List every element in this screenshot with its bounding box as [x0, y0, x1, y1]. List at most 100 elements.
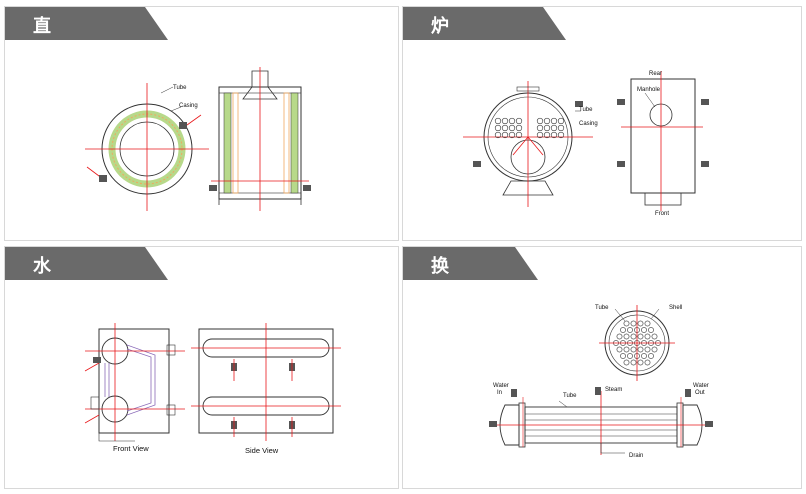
- tube-circle: [515, 131, 523, 139]
- boiler-side-view: [617, 71, 709, 211]
- valve-icon: [595, 387, 601, 395]
- tube-circle: [630, 346, 637, 353]
- panel-heat-exchanger: 换热器 Tube Shell: [402, 246, 802, 489]
- tube-circle: [515, 124, 523, 132]
- tube-circle: [623, 333, 630, 340]
- label-water-in-2: In: [497, 390, 502, 396]
- valve-icon: [705, 421, 713, 427]
- tube-circle: [616, 346, 623, 353]
- valve-icon: [575, 101, 583, 107]
- tube-circle: [637, 359, 644, 366]
- panel-title: 水管锅炉: [33, 256, 52, 355]
- tube-circle: [494, 117, 502, 125]
- valve-icon: [209, 185, 217, 191]
- banner-background: [403, 247, 538, 280]
- tube-circle: [644, 320, 651, 327]
- banner-background: [5, 7, 168, 40]
- valve-icon: [701, 161, 709, 167]
- tube-circle: [543, 124, 551, 132]
- tube-circle: [550, 117, 558, 125]
- tube-circle: [620, 327, 626, 333]
- tube-circle: [543, 131, 551, 139]
- tube-circle: [536, 117, 544, 125]
- label-water-out-1: Water: [693, 383, 709, 389]
- label-tube: Tube: [579, 107, 593, 113]
- tube-circle: [648, 353, 654, 359]
- tube-circle: [536, 124, 544, 132]
- tube-circle: [508, 117, 516, 125]
- tube-circle: [630, 333, 637, 340]
- label-tube: Tube: [595, 305, 609, 311]
- tube-circle: [508, 124, 516, 132]
- label-drain: Drain: [629, 453, 643, 459]
- valve-icon: [617, 161, 625, 167]
- label-casing: Casing: [179, 103, 198, 109]
- label-side-view: Side View: [245, 446, 279, 455]
- tube-sheet-section: [599, 305, 675, 381]
- tube-circle: [494, 124, 502, 132]
- tube-circle: [536, 131, 544, 139]
- panel-once-through-boiler: 直流锅炉 Tube Casing: [4, 6, 399, 241]
- valve-icon: [685, 389, 691, 397]
- tube-circle: [623, 346, 630, 353]
- valve-icon: [617, 99, 625, 105]
- heat-exchanger-diagram: Tube Shell Water In Tube Stea: [489, 305, 713, 459]
- valve-icon: [511, 389, 517, 397]
- tube-circle: [501, 117, 509, 125]
- tube-circle: [641, 327, 647, 333]
- tube-circle: [501, 124, 509, 132]
- tube-circle: [623, 359, 630, 366]
- tube-circle: [627, 353, 633, 359]
- tube-circle: [637, 320, 644, 327]
- tube-circle: [651, 346, 658, 353]
- label-front-view: Front View: [113, 444, 149, 453]
- boiler-front-view: [84, 323, 185, 442]
- tube-circle: [557, 131, 565, 139]
- tube-circle: [557, 117, 565, 125]
- tube-circle: [623, 320, 630, 327]
- panel-title: 炉管锅炉: [431, 16, 450, 115]
- boiler-side-view: [209, 67, 311, 211]
- label-casing: Casing: [579, 121, 598, 127]
- panel-title: 换热器: [431, 256, 450, 329]
- tube-circle: [644, 333, 651, 340]
- tube-circle: [508, 131, 516, 139]
- tube-circle: [648, 327, 654, 333]
- label-water-out-2: Out: [695, 390, 705, 396]
- tube-circle: [620, 353, 626, 359]
- tube-circle: [630, 359, 637, 366]
- panel-title: 直流锅炉: [33, 16, 52, 115]
- tube-circle: [550, 131, 558, 139]
- label-water-in-1: Water: [493, 383, 509, 389]
- tube-circle: [641, 353, 647, 359]
- water-tube-boiler-diagram: Front View Side View: [84, 323, 341, 455]
- label-tube: Tube: [173, 85, 187, 91]
- valve-icon: [179, 114, 202, 129]
- tube-circle: [637, 333, 644, 340]
- banner-background: [5, 247, 168, 280]
- banner-background: [403, 7, 566, 40]
- exchanger-side-view: [489, 387, 713, 455]
- tube-circle: [557, 124, 565, 132]
- fire-tube-boiler-diagram: Tube Casing Rear Manhole Front: [463, 71, 709, 217]
- valve-icon: [473, 161, 481, 167]
- tube-circle: [644, 346, 651, 353]
- label-tube-side: Tube: [563, 393, 577, 399]
- panel-water-tube-boiler: 水管锅炉 Front View: [4, 246, 399, 489]
- boiler-front-view: [463, 81, 593, 207]
- tube-circle: [501, 131, 509, 139]
- tube-circle: [630, 320, 637, 327]
- tube-circle: [637, 346, 644, 353]
- tube-bank-right: [536, 117, 565, 139]
- label-rear: Rear: [649, 71, 662, 77]
- label-front: Front: [655, 211, 669, 217]
- tube-circle: [644, 359, 651, 366]
- boiler-cross-section: [85, 83, 209, 211]
- valve-icon: [93, 357, 101, 363]
- tube-circle: [627, 327, 633, 333]
- tube-circle: [651, 333, 658, 340]
- boiler-side-view: [191, 323, 341, 441]
- label-steam: Steam: [605, 387, 622, 393]
- valve-icon: [489, 421, 497, 427]
- tube-circle: [515, 117, 523, 125]
